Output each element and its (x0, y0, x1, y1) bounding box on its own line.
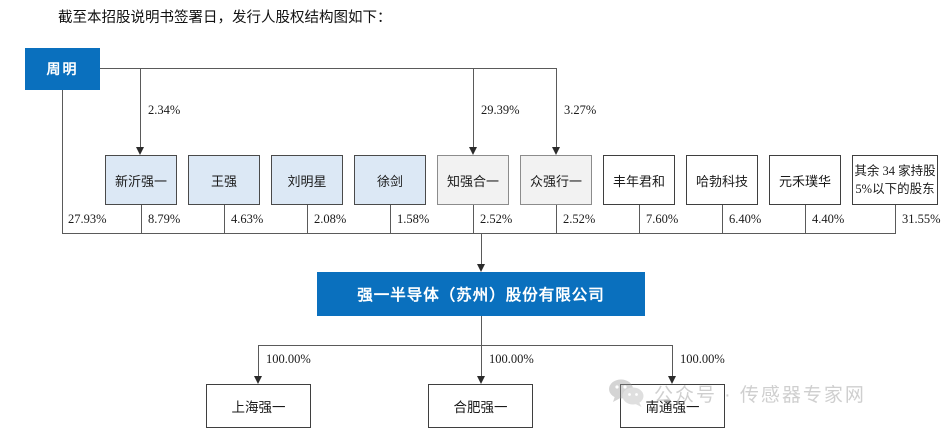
node-shareholder-other-34: 其余 34 家持股 5%以下的股东 (852, 155, 938, 205)
node-controlling-shareholder: 周明 (25, 48, 100, 90)
connector-to-shanghai (258, 345, 259, 376)
connector-habo-to-bus (722, 205, 723, 233)
node-shareholder-wangqiang: 王强 (188, 155, 260, 205)
connector-to-hefei (481, 345, 482, 376)
connector-wangqiang-to-bus (224, 205, 225, 233)
node-label: 元禾璞华 (778, 173, 831, 189)
node-label: 哈勃科技 (695, 173, 748, 189)
connector-bus-to-issuer (481, 233, 482, 264)
connector-yuanhe-to-bus (805, 205, 806, 233)
pct-fengnian: 7.60% (646, 212, 679, 226)
pct-zhiqiang: 2.52% (480, 212, 513, 226)
pct-xinyi: 8.79% (148, 212, 181, 226)
node-label: 众强行一 (529, 173, 582, 189)
node-label: 周明 (46, 61, 79, 77)
pct-zhouming-to-xinyi: 2.34% (148, 103, 181, 117)
pct-zhouming-direct: 27.93% (68, 212, 107, 226)
connector-zhouming-direct (62, 90, 63, 233)
connector-liumingxing-to-bus (307, 205, 308, 233)
node-label: 王强 (210, 173, 237, 189)
node-label: 知强合一 (446, 173, 499, 189)
node-label: 刘明星 (287, 173, 327, 189)
node-subsidiary-shanghai: 上海强一 (206, 384, 311, 428)
connector-zhiqiang-to-bus (473, 205, 474, 233)
node-subsidiary-hefei: 合肥强一 (428, 384, 533, 428)
node-label: 南通强一 (645, 400, 700, 415)
connector-zhouming-bus (100, 68, 556, 69)
arrow-zhouming-to-xinyi (136, 147, 144, 155)
node-shareholder-yuanhe-puhua: 元禾璞华 (769, 155, 841, 205)
arrow-bus-to-issuer (477, 264, 485, 272)
arrow-to-shanghai (254, 376, 262, 384)
connector-xinyi-to-bus (141, 205, 142, 233)
pct-liumingxing: 2.08% (314, 212, 347, 226)
node-subsidiary-nantong: 南通强一 (620, 384, 725, 428)
node-label: 合肥强一 (453, 400, 508, 415)
node-label: 强一半导体（苏州）股份有限公司 (357, 287, 605, 304)
connector-xujian-to-bus (390, 205, 391, 233)
node-label: 上海强一 (231, 400, 286, 415)
diagram-caption: 截至本招股说明书签署日，发行人股权结构图如下： (58, 10, 392, 26)
pct-zhongqiang: 2.52% (563, 212, 596, 226)
pct-zhouming-to-zhiqiang: 29.39% (481, 103, 520, 117)
arrow-to-nantong (668, 376, 676, 384)
connector-to-nantong (672, 345, 673, 376)
connector-issuer-down (481, 316, 482, 345)
node-label: 丰年君和 (612, 173, 665, 189)
connector-fengnian-to-bus (639, 205, 640, 233)
connector-zhouming-to-zhiqiang (473, 68, 474, 147)
pct-habo: 6.40% (729, 212, 762, 226)
node-label-line1: 其余 34 家持股 (854, 164, 936, 178)
pct-yuanhe: 4.40% (812, 212, 845, 226)
node-shareholder-fengnian-junhe: 丰年君和 (603, 155, 675, 205)
node-shareholder-liumingxing: 刘明星 (271, 155, 343, 205)
connector-shareholders-bus (62, 233, 896, 234)
node-label-line2: 5%以下的股东 (855, 182, 935, 196)
connector-other34-to-bus (895, 205, 896, 233)
pct-hefei: 100.00% (489, 352, 534, 366)
node-shareholder-xinyi-qiangyi: 新沂强一 (105, 155, 177, 205)
pct-zhouming-to-zhongqiang: 3.27% (564, 103, 597, 117)
pct-wangqiang: 4.63% (231, 212, 264, 226)
connector-zhouming-to-xinyi (140, 68, 141, 147)
node-shareholder-xujian: 徐剑 (354, 155, 426, 205)
node-shareholder-zhiqiang-heyi: 知强合一 (437, 155, 509, 205)
pct-nantong: 100.00% (680, 352, 725, 366)
pct-xujian: 1.58% (397, 212, 430, 226)
node-label: 新沂强一 (114, 173, 167, 189)
node-label: 徐剑 (376, 173, 403, 189)
pct-other34: 31.55% (902, 212, 941, 226)
connector-zhongqiang-to-bus (556, 205, 557, 233)
pct-shanghai: 100.00% (266, 352, 311, 366)
connector-subsidiary-bus (258, 345, 672, 346)
node-issuer-company: 强一半导体（苏州）股份有限公司 (317, 272, 645, 316)
node-shareholder-habo-keji: 哈勃科技 (686, 155, 758, 205)
connector-zhouming-to-zhongqiang (556, 68, 557, 147)
node-shareholder-zhongqiang-xingyi: 众强行一 (520, 155, 592, 205)
arrow-to-hefei (477, 376, 485, 384)
arrow-zhouming-to-zhiqiang (469, 147, 477, 155)
arrow-zhouming-to-zhongqiang (552, 147, 560, 155)
